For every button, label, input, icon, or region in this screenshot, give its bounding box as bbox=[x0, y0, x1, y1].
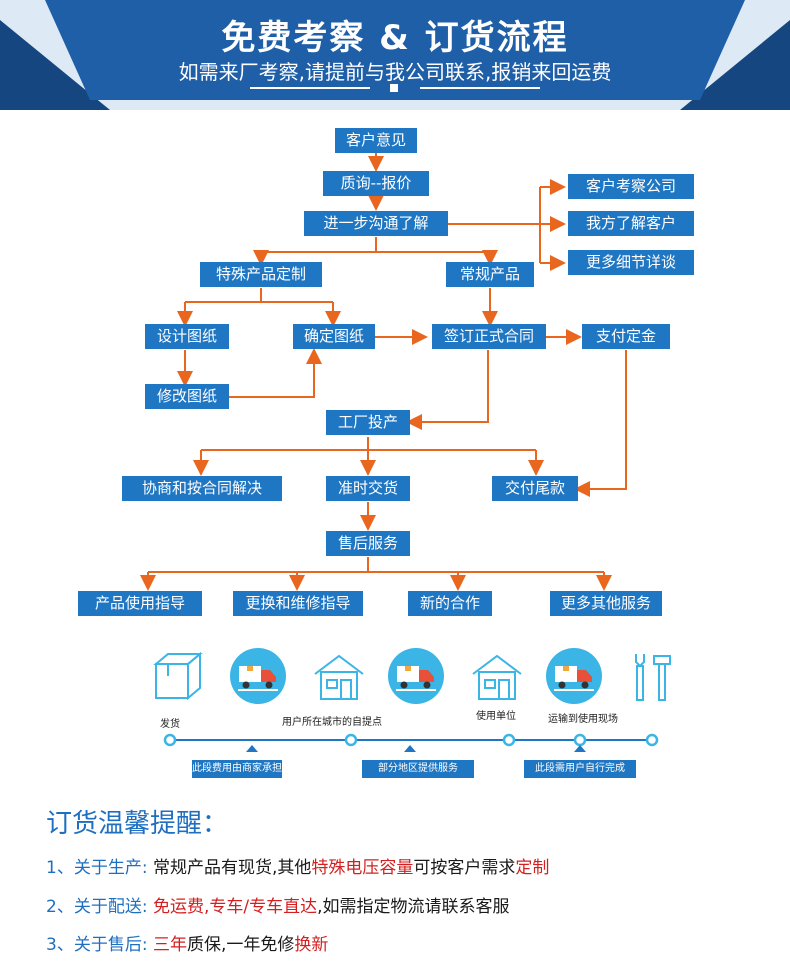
note-text: 质保,一年免修 bbox=[186, 935, 295, 955]
node-special-product: 特殊产品定制 bbox=[200, 262, 322, 287]
note-heading: 3、关于售后: bbox=[46, 935, 148, 955]
delivery-tag: 部分地区提供服务 bbox=[362, 760, 474, 778]
note-production: 1、关于生产: 常规产品有现货,其他特殊电压容量可按客户需求定制 bbox=[46, 853, 549, 878]
node-pay-balance: 交付尾款 bbox=[492, 476, 578, 501]
node-on-time-delivery: 准时交货 bbox=[326, 476, 410, 501]
node-modify-drawing: 修改图纸 bbox=[145, 384, 229, 409]
truck-icon bbox=[230, 648, 286, 704]
node-we-learn-customer: 我方了解客户 bbox=[568, 211, 694, 236]
note-delivery: 2、关于配送: 免运费,专车/专车直达,如需指定物流请联系客服 bbox=[46, 892, 510, 917]
note-highlight: 免运费,专车/专车直达 bbox=[152, 897, 318, 917]
delivery-tag: 此段费用由商家承担 bbox=[192, 760, 282, 778]
banner-divider-dot bbox=[390, 84, 398, 92]
delivery-timeline bbox=[163, 733, 659, 752]
node-after-sales: 售后服务 bbox=[326, 531, 410, 556]
house-icon bbox=[314, 654, 364, 700]
note-text: 常规产品有现货,其他 bbox=[152, 858, 312, 878]
banner-divider-left bbox=[250, 87, 370, 89]
note-after-sales: 3、关于售后: 三年质保,一年免修换新 bbox=[46, 930, 328, 955]
note-heading: 2、关于配送: bbox=[46, 897, 148, 917]
truck-icon bbox=[388, 648, 444, 704]
notes-title: 订货温馨提醒： bbox=[46, 809, 229, 839]
node-further-communication: 进一步沟通了解 bbox=[304, 211, 448, 236]
banner-title: 免费考察 & 订货流程 bbox=[221, 18, 569, 58]
delivery-tag: 此段需用户自行完成 bbox=[524, 760, 636, 778]
node-more-services: 更多其他服务 bbox=[550, 591, 662, 616]
note-text: 可按客户需求 bbox=[413, 858, 516, 878]
node-design-drawing: 设计图纸 bbox=[145, 324, 229, 349]
node-product-guide: 产品使用指导 bbox=[78, 591, 202, 616]
node-regular-product: 常规产品 bbox=[446, 262, 534, 287]
note-heading: 1、关于生产: bbox=[46, 858, 148, 878]
node-pay-deposit: 支付定金 bbox=[582, 324, 670, 349]
node-sign-contract: 签订正式合同 bbox=[432, 324, 546, 349]
banner-subtitle: 如需来厂考察,请提前与我公司联系,报销来回运费 bbox=[178, 60, 612, 84]
house-icon bbox=[472, 654, 522, 700]
node-customer-visit: 客户考察公司 bbox=[568, 174, 694, 199]
node-customer-opinion: 客户意见 bbox=[335, 128, 417, 153]
delivery-step-label: 用户所在城市的自提点 bbox=[282, 717, 382, 728]
note-highlight: 换新 bbox=[294, 935, 329, 955]
delivery-step-label: 运输到使用现场 bbox=[548, 714, 618, 725]
node-negotiate-solution: 协商和按合同解决 bbox=[122, 476, 282, 501]
node-replace-repair: 更换和维修指导 bbox=[233, 591, 363, 616]
node-confirm-drawing: 确定图纸 bbox=[293, 324, 375, 349]
note-highlight: 定制 bbox=[515, 858, 550, 878]
banner-shape bbox=[0, 0, 790, 110]
node-more-details: 更多细节详谈 bbox=[568, 250, 694, 275]
note-highlight: 特殊电压容量 bbox=[311, 858, 414, 878]
banner-divider-right bbox=[420, 87, 540, 89]
delivery-step-label: 使用单位 bbox=[476, 711, 516, 722]
delivery-step-label: 发货 bbox=[160, 719, 180, 730]
note-text: ,如需指定物流请联系客服 bbox=[317, 897, 510, 917]
node-new-cooperation: 新的合作 bbox=[408, 591, 492, 616]
node-inquiry-quote: 质询--报价 bbox=[323, 171, 429, 196]
box-icon bbox=[153, 651, 203, 701]
node-factory-production: 工厂投产 bbox=[326, 410, 410, 435]
tools-icon bbox=[635, 654, 671, 701]
header-banner: 免费考察 & 订货流程 如需来厂考察,请提前与我公司联系,报销来回运费 bbox=[0, 0, 790, 110]
truck-icon bbox=[546, 648, 602, 704]
note-highlight: 三年 bbox=[152, 935, 187, 955]
